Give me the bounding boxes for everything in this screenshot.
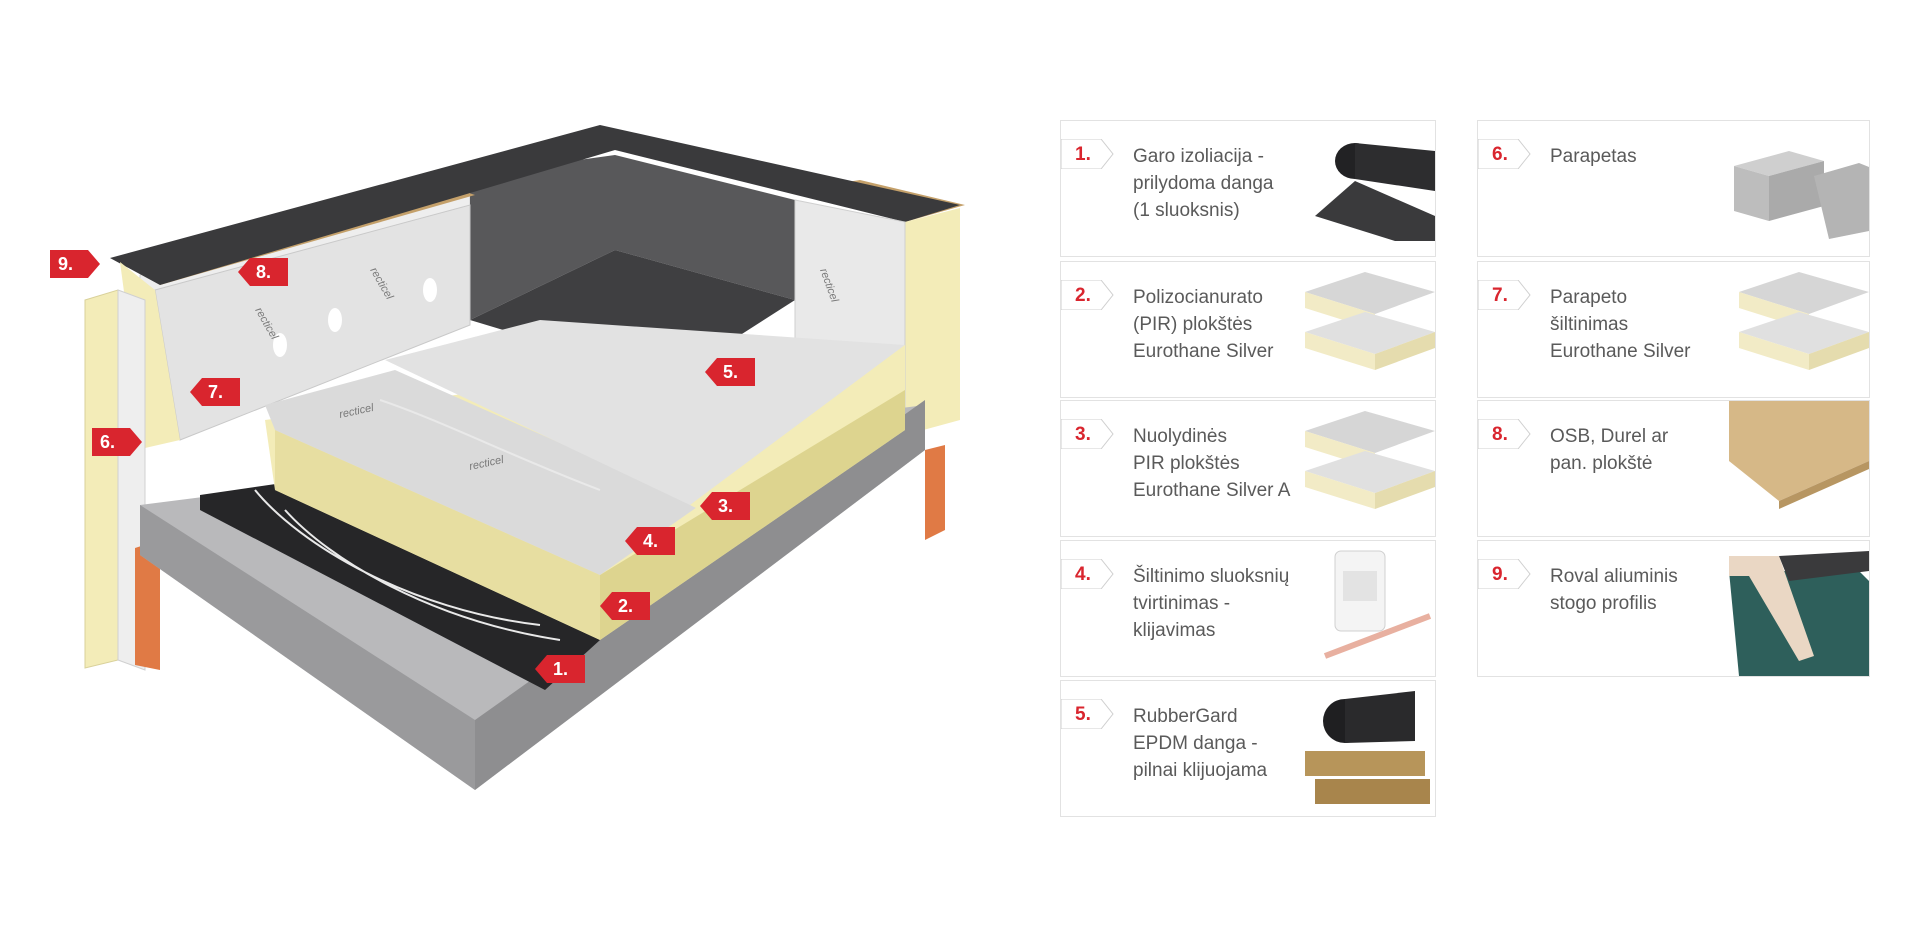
legend-number: 7. xyxy=(1492,285,1508,306)
diagram-marker-5: 5. xyxy=(705,358,755,386)
concrete-slab-side xyxy=(475,400,925,790)
legend-text: Roval aliuminis stogo profilis xyxy=(1550,566,1678,614)
glue-bottle-icon xyxy=(1323,550,1432,659)
rolled-membrane-icon xyxy=(1315,143,1435,241)
diagram-marker-label: 6. xyxy=(100,432,115,452)
tapered-pir-foil xyxy=(385,320,905,505)
glue-lines xyxy=(254,399,601,641)
diagram-marker-label: 5. xyxy=(723,362,738,382)
diagram-marker-9: 9. xyxy=(50,250,100,278)
legend-number-tag: 3. xyxy=(1061,419,1115,449)
roof-profile-top xyxy=(110,125,960,285)
diagram-marker-3: 3. xyxy=(700,492,750,520)
legend-image xyxy=(1295,681,1435,816)
legend-number-tag: 2. xyxy=(1061,280,1115,310)
legend-number: 3. xyxy=(1075,424,1091,445)
epdm-rolls-icon xyxy=(1305,691,1430,804)
legend-image xyxy=(1729,541,1869,676)
legend-number-tag: 8. xyxy=(1478,419,1532,449)
legend-item-8: 8. OSB, Durel ar pan. plokštė xyxy=(1477,400,1870,537)
legend-item-3: 3. Nuolydinės PIR plokštės Eurothane Silv… xyxy=(1060,400,1436,537)
legend-image xyxy=(1295,121,1435,256)
legend-number-tag: 5. xyxy=(1061,699,1115,729)
pir-insulation-side xyxy=(600,390,905,640)
diagram-marker-label: 9. xyxy=(58,254,73,274)
legend-number-tag: 4. xyxy=(1061,559,1115,589)
epdm-back-wall xyxy=(470,155,795,320)
legend-image xyxy=(1295,401,1435,536)
foil-mark xyxy=(273,333,287,357)
legend-text: OSB, Durel ar pan. plokštė xyxy=(1550,426,1669,474)
legend-image xyxy=(1729,121,1869,256)
legend-text: Parapeto šiltinimas Eurothane Silver xyxy=(1550,287,1691,362)
diagram-marker-label: 1. xyxy=(553,659,568,679)
diagram-marker-label: 3. xyxy=(718,496,733,516)
osb-board-icon xyxy=(1729,401,1869,509)
legend-number: 6. xyxy=(1492,144,1508,165)
legend-number: 2. xyxy=(1075,285,1091,306)
diagram-marker-label: 2. xyxy=(618,596,633,616)
legend-number-tag: 6. xyxy=(1478,139,1532,169)
concrete-slab-front xyxy=(140,505,475,790)
tapered-pir-edge xyxy=(690,345,905,510)
legend-image xyxy=(1729,401,1869,536)
pir-insulation-front xyxy=(275,430,600,640)
legend-number: 9. xyxy=(1492,564,1508,585)
legend-number: 8. xyxy=(1492,424,1508,445)
diagram-marker-label: 8. xyxy=(256,262,271,282)
legend-number: 5. xyxy=(1075,704,1091,725)
diagram-marker-7: 7. xyxy=(190,378,240,406)
diagram-marker-4: 4. xyxy=(625,527,675,555)
legend-item-4: 4. Šiltinimo sluoksnių tvirtinimas - klij… xyxy=(1060,540,1436,677)
legend-item-2: 2. Polizocianurato (PIR) plokštės Eurotha… xyxy=(1060,261,1436,398)
legend-number: 1. xyxy=(1075,144,1091,165)
legend-text: Garo izoliacija - prilydoma danga (1 slu… xyxy=(1133,146,1274,221)
legend-item-6: 6. Parapetas xyxy=(1477,120,1870,257)
alu-profile-icon xyxy=(1729,551,1869,676)
legend-number-tag: 7. xyxy=(1478,280,1532,310)
legend-text: Polizocianurato (PIR) plokštės Eurothane… xyxy=(1133,287,1274,362)
legend-item-9: 9. Roval aliuminis stogo profilis xyxy=(1477,540,1870,677)
legend-number-tag: 1. xyxy=(1061,139,1115,169)
diagram-marker-1: 1. xyxy=(535,655,585,683)
legend-image xyxy=(1295,262,1435,397)
legend-item-5: 5. RubberGard EPDM danga - pilnai klijuoj… xyxy=(1060,680,1436,817)
diagram-marker-2: 2. xyxy=(600,592,650,620)
foil-mark xyxy=(423,278,437,302)
concrete-blocks-icon xyxy=(1734,151,1869,239)
legend-item-1: 1. Garo izoliacija - prilydoma danga (1 s… xyxy=(1060,120,1436,257)
brick-left xyxy=(135,540,160,670)
parapet-insulation-edge-right xyxy=(905,208,960,435)
legend-number: 4. xyxy=(1075,564,1091,585)
legend-text: Parapetas xyxy=(1550,146,1637,167)
legend-image xyxy=(1729,262,1869,397)
diagram-marker-6: 6. xyxy=(92,428,142,456)
brick-right xyxy=(925,445,945,540)
foil-mark xyxy=(328,308,342,332)
pir-boards-icon xyxy=(1739,272,1869,370)
diagram-marker-label: 4. xyxy=(643,531,658,551)
legend-item-7: 7. Parapeto šiltinimas Eurothane Silver xyxy=(1477,261,1870,398)
diagram-marker-label: 7. xyxy=(208,382,223,402)
pir-boards-icon xyxy=(1305,272,1435,370)
legend-image xyxy=(1295,541,1435,676)
legend-number-tag: 9. xyxy=(1478,559,1532,589)
parapet-wall-left xyxy=(84,289,119,669)
legend-text: RubberGard EPDM danga - pilnai klijuojam… xyxy=(1133,706,1268,781)
legend-text: Nuolydinės PIR plokštės Eurothane Silver… xyxy=(1133,426,1291,501)
pir-boards-icon xyxy=(1305,411,1435,509)
diagram-marker-8: 8. xyxy=(238,258,288,286)
legend-text: Šiltinimo sluoksnių tvirtinimas - klijav… xyxy=(1133,566,1290,641)
pir-foil-top xyxy=(265,370,700,575)
